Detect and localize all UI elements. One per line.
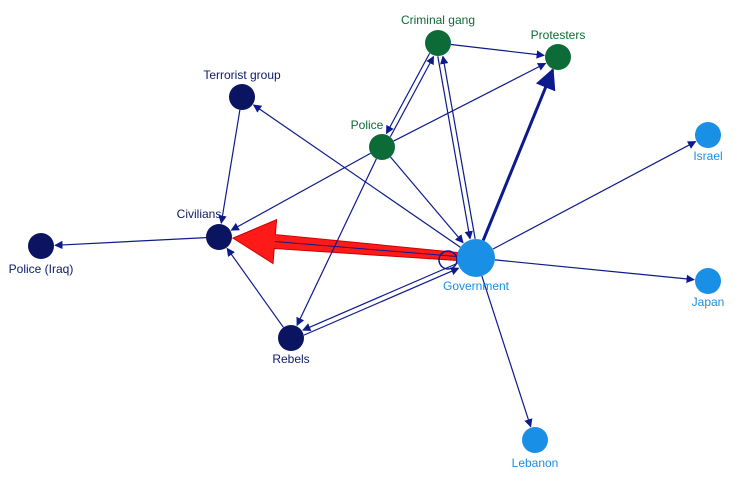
- edge-self-loop-government: [438, 250, 458, 270]
- node-police-iraq[interactable]: [28, 233, 54, 259]
- edge-overlay-government-to-civilians: [274, 241, 458, 257]
- node-criminal-gang[interactable]: [425, 30, 451, 56]
- node-rebels[interactable]: [278, 325, 304, 351]
- edge-police-to-civilians: [230, 152, 371, 231]
- edge-criminal_gang-to-protesters: [450, 43, 545, 59]
- node-label-government: Government: [443, 279, 510, 293]
- edge-government-to-terrorist_group: [252, 104, 461, 248]
- node-label-civilians: Civilians: [177, 207, 222, 221]
- node-japan[interactable]: [695, 268, 721, 294]
- edge-government-to-rebels: [302, 262, 458, 332]
- node-label-police-iraq: Police (Iraq): [9, 262, 74, 276]
- edge-government-to-protesters: [481, 68, 556, 241]
- edge-police-to-protesters: [393, 62, 547, 142]
- edges-layer: [54, 43, 697, 428]
- node-protesters[interactable]: [545, 44, 571, 70]
- node-israel[interactable]: [695, 122, 721, 148]
- node-government[interactable]: [457, 239, 495, 277]
- edge-police-to-government: [389, 156, 464, 244]
- edge-terrorist_group-to-civilians: [218, 109, 241, 225]
- edge-police-to-criminal_gang: [389, 55, 435, 138]
- edge-police-to-rebels: [296, 158, 377, 327]
- edge-rebels-to-civilians: [226, 247, 284, 328]
- node-label-japan: Japan: [692, 295, 725, 309]
- edge-government-to-criminal_gang: [440, 55, 476, 239]
- node-label-criminal-gang: Criminal gang: [401, 13, 475, 27]
- edge-criminal_gang-to-government: [437, 56, 473, 240]
- nodes-layer: [28, 30, 721, 453]
- edge-government-to-lebanon: [481, 275, 533, 428]
- edge-government-to-japan: [494, 259, 695, 284]
- edge-rebels-to-government: [303, 267, 460, 336]
- node-label-rebels: Rebels: [272, 352, 309, 366]
- edge-government-to-israel: [492, 141, 697, 250]
- edge-criminal_gang-to-police: [385, 52, 431, 135]
- edge-government-to-civilians: [231, 218, 458, 265]
- node-police[interactable]: [369, 134, 395, 160]
- node-label-police: Police: [351, 118, 384, 132]
- node-label-terrorist-group: Terrorist group: [203, 68, 281, 82]
- node-label-lebanon: Lebanon: [512, 456, 559, 470]
- edge-civilians-to-police_iraq: [54, 237, 207, 250]
- node-label-protesters: Protesters: [531, 28, 586, 42]
- node-civilians[interactable]: [206, 224, 232, 250]
- node-label-israel: Israel: [693, 149, 722, 163]
- node-terrorist-group[interactable]: [229, 84, 255, 110]
- node-lebanon[interactable]: [522, 427, 548, 453]
